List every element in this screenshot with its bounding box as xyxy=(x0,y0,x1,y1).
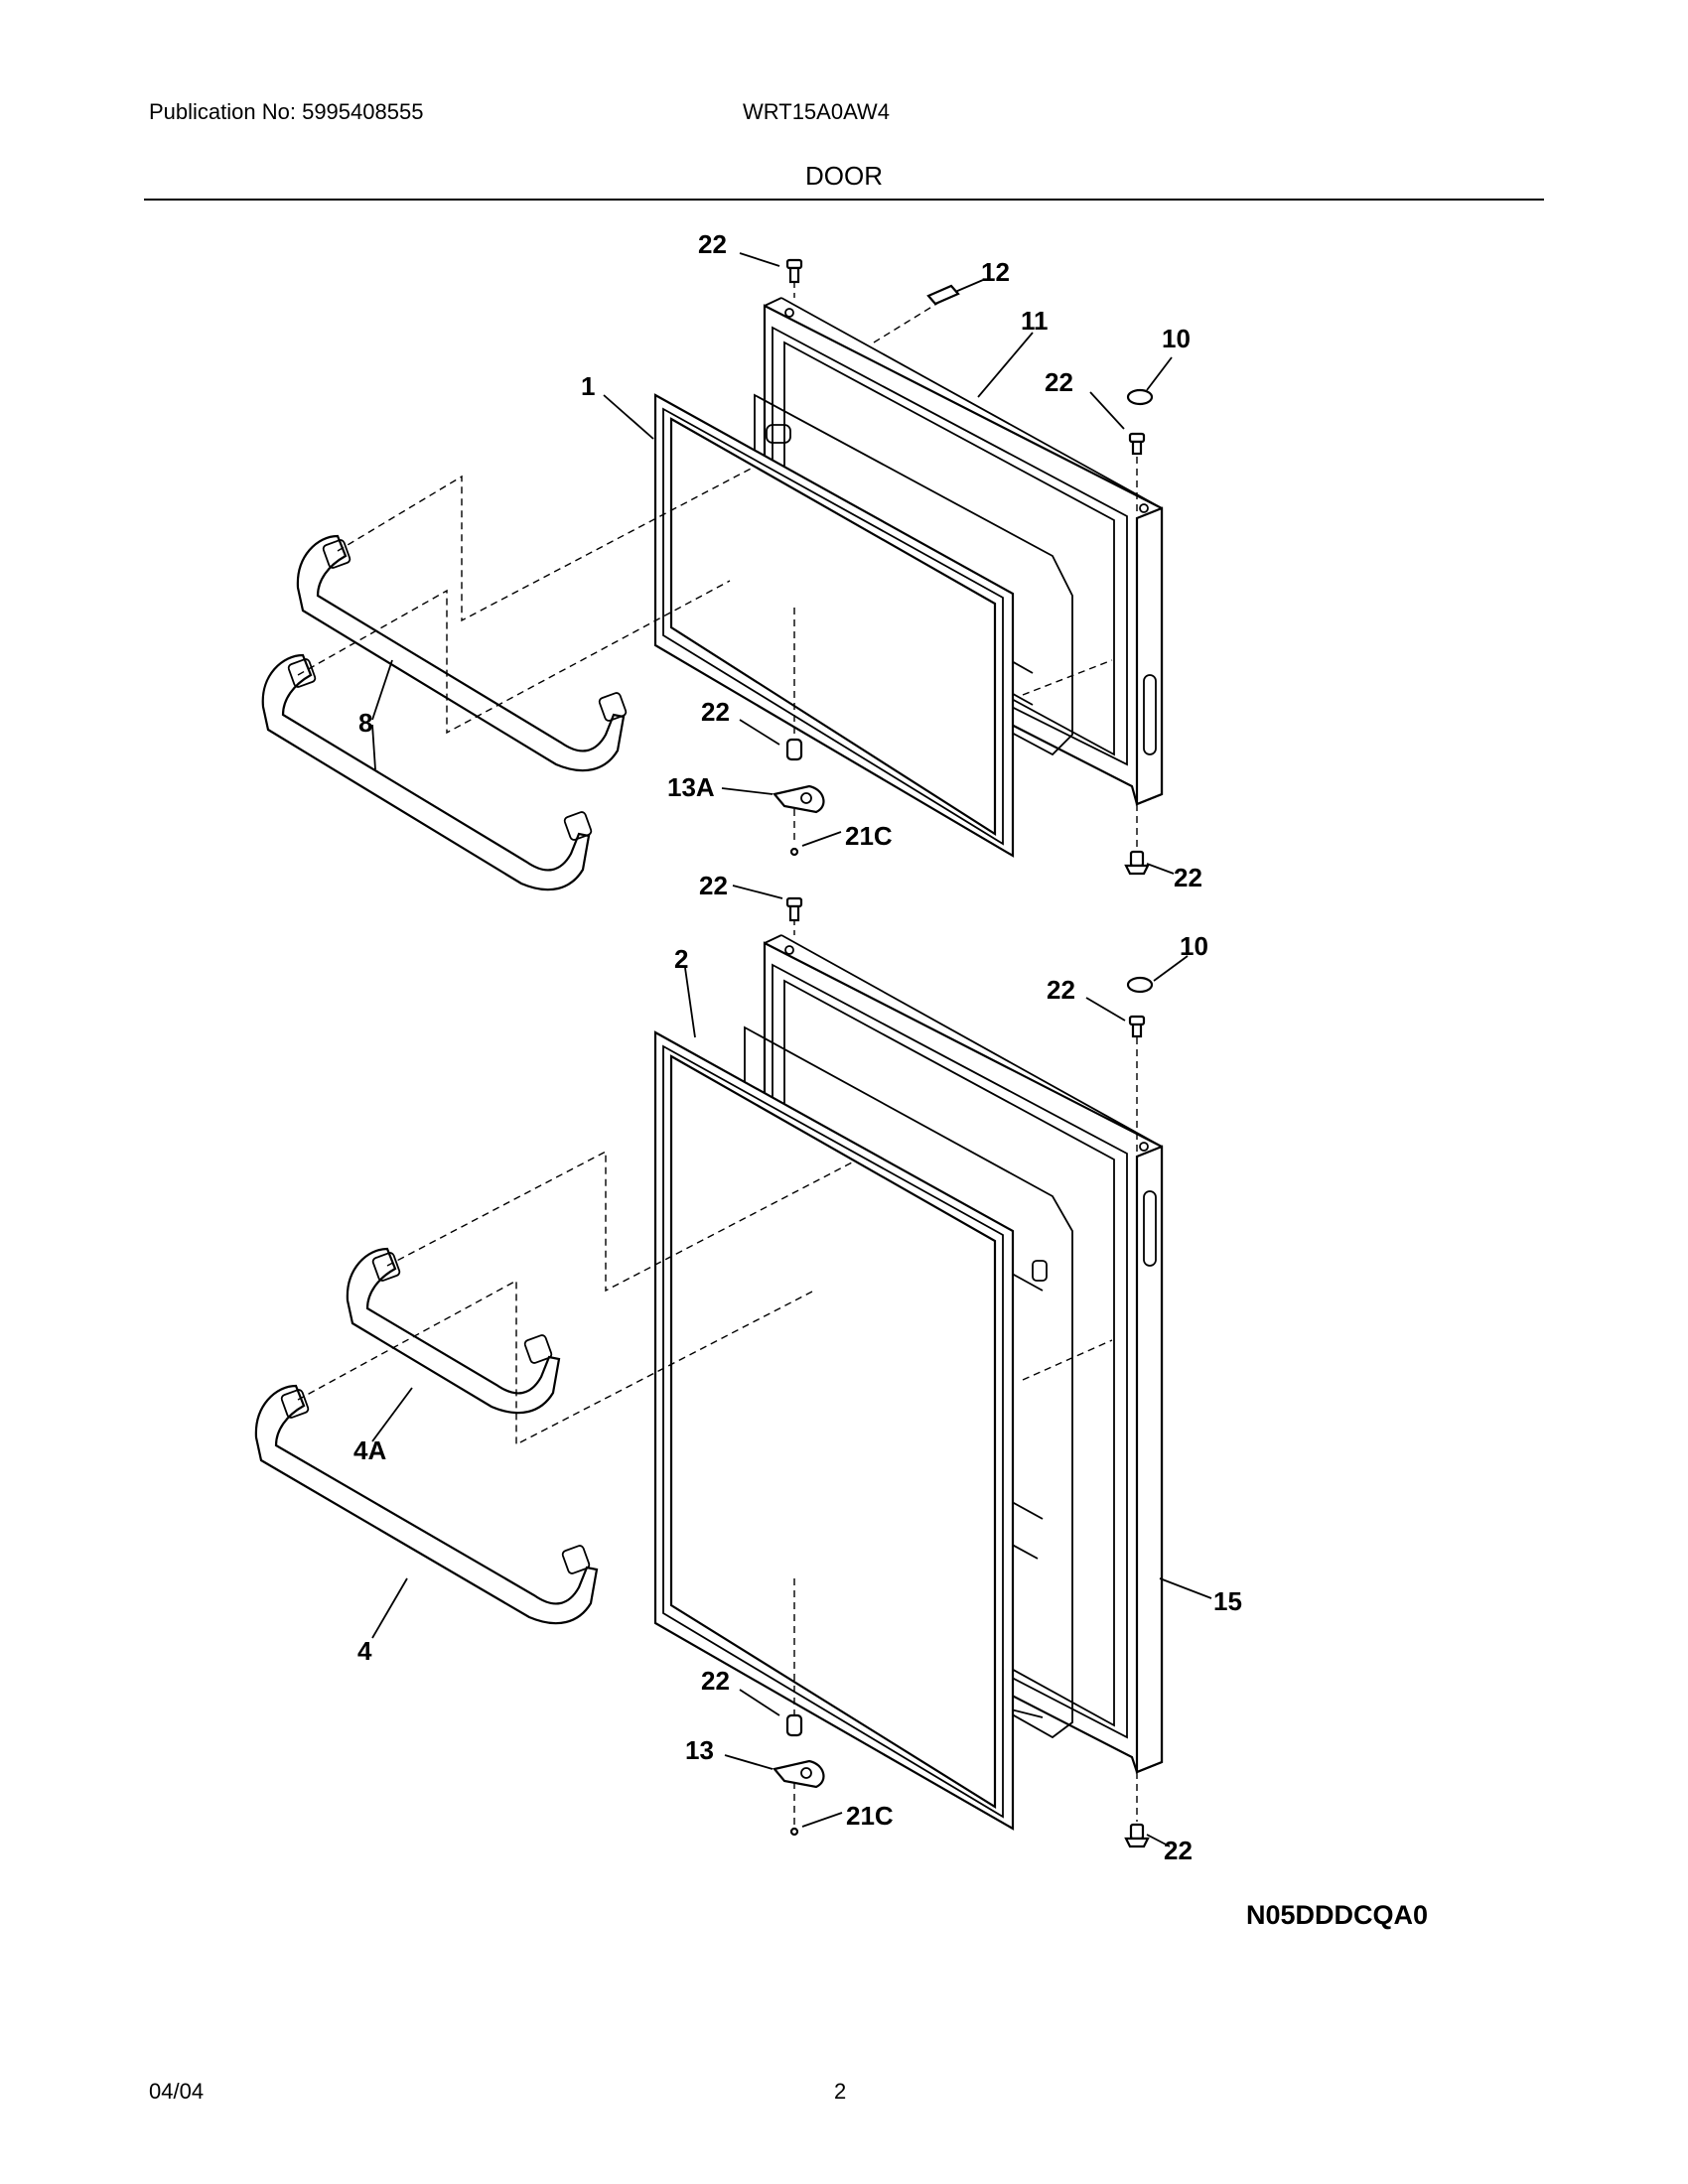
callout-4: 4 xyxy=(357,1636,372,1666)
callout-22-b: 22 xyxy=(1045,367,1073,397)
callout-22-c: 22 xyxy=(701,697,730,727)
callout-22-d: 22 xyxy=(1174,863,1202,892)
callout-22-a: 22 xyxy=(698,229,727,259)
callout-10-a: 10 xyxy=(1162,324,1191,353)
callout-21C-a: 21C xyxy=(845,821,893,851)
callout-12: 12 xyxy=(981,257,1010,287)
freezer-door-shelves xyxy=(261,534,628,891)
leader-lines xyxy=(371,252,1212,1847)
callout-21C-b: 21C xyxy=(846,1801,894,1831)
fresh-food-door-shelves xyxy=(254,1247,599,1625)
callout-15: 15 xyxy=(1213,1586,1242,1616)
callout-22-g: 22 xyxy=(701,1666,730,1696)
callout-11: 11 xyxy=(1021,306,1049,336)
callout-22-e: 22 xyxy=(699,871,728,900)
callout-22-h: 22 xyxy=(1164,1836,1193,1865)
callout-labels: 22 12 11 10 22 1 8 22 13A 21C 22 22 2 10… xyxy=(353,229,1242,1865)
callout-22-f: 22 xyxy=(1047,975,1075,1005)
footer-date: 04/04 xyxy=(149,2079,205,2104)
callout-2: 2 xyxy=(674,944,688,974)
freezer-door-gasket xyxy=(653,393,1015,858)
model-number: WRT15A0AW4 xyxy=(743,99,890,124)
section-title: DOOR xyxy=(805,161,883,191)
callout-8: 8 xyxy=(358,708,372,738)
diagram-code: N05DDDCQA0 xyxy=(1246,1900,1429,1930)
callout-1: 1 xyxy=(581,371,595,401)
freezer-alignment-lines xyxy=(297,281,1138,849)
fresh-food-hardware xyxy=(773,896,1154,1848)
header-rule xyxy=(144,199,1544,201)
callout-4A: 4A xyxy=(353,1435,386,1465)
publication-number: Publication No: 5995408555 xyxy=(149,99,424,124)
callout-13A: 13A xyxy=(667,772,715,802)
page-number: 2 xyxy=(834,2079,847,2104)
callout-10-b: 10 xyxy=(1180,931,1208,961)
callout-13: 13 xyxy=(685,1735,714,1765)
fresh-food-door-gasket xyxy=(653,1030,1015,1831)
freezer-hardware xyxy=(773,258,1154,876)
